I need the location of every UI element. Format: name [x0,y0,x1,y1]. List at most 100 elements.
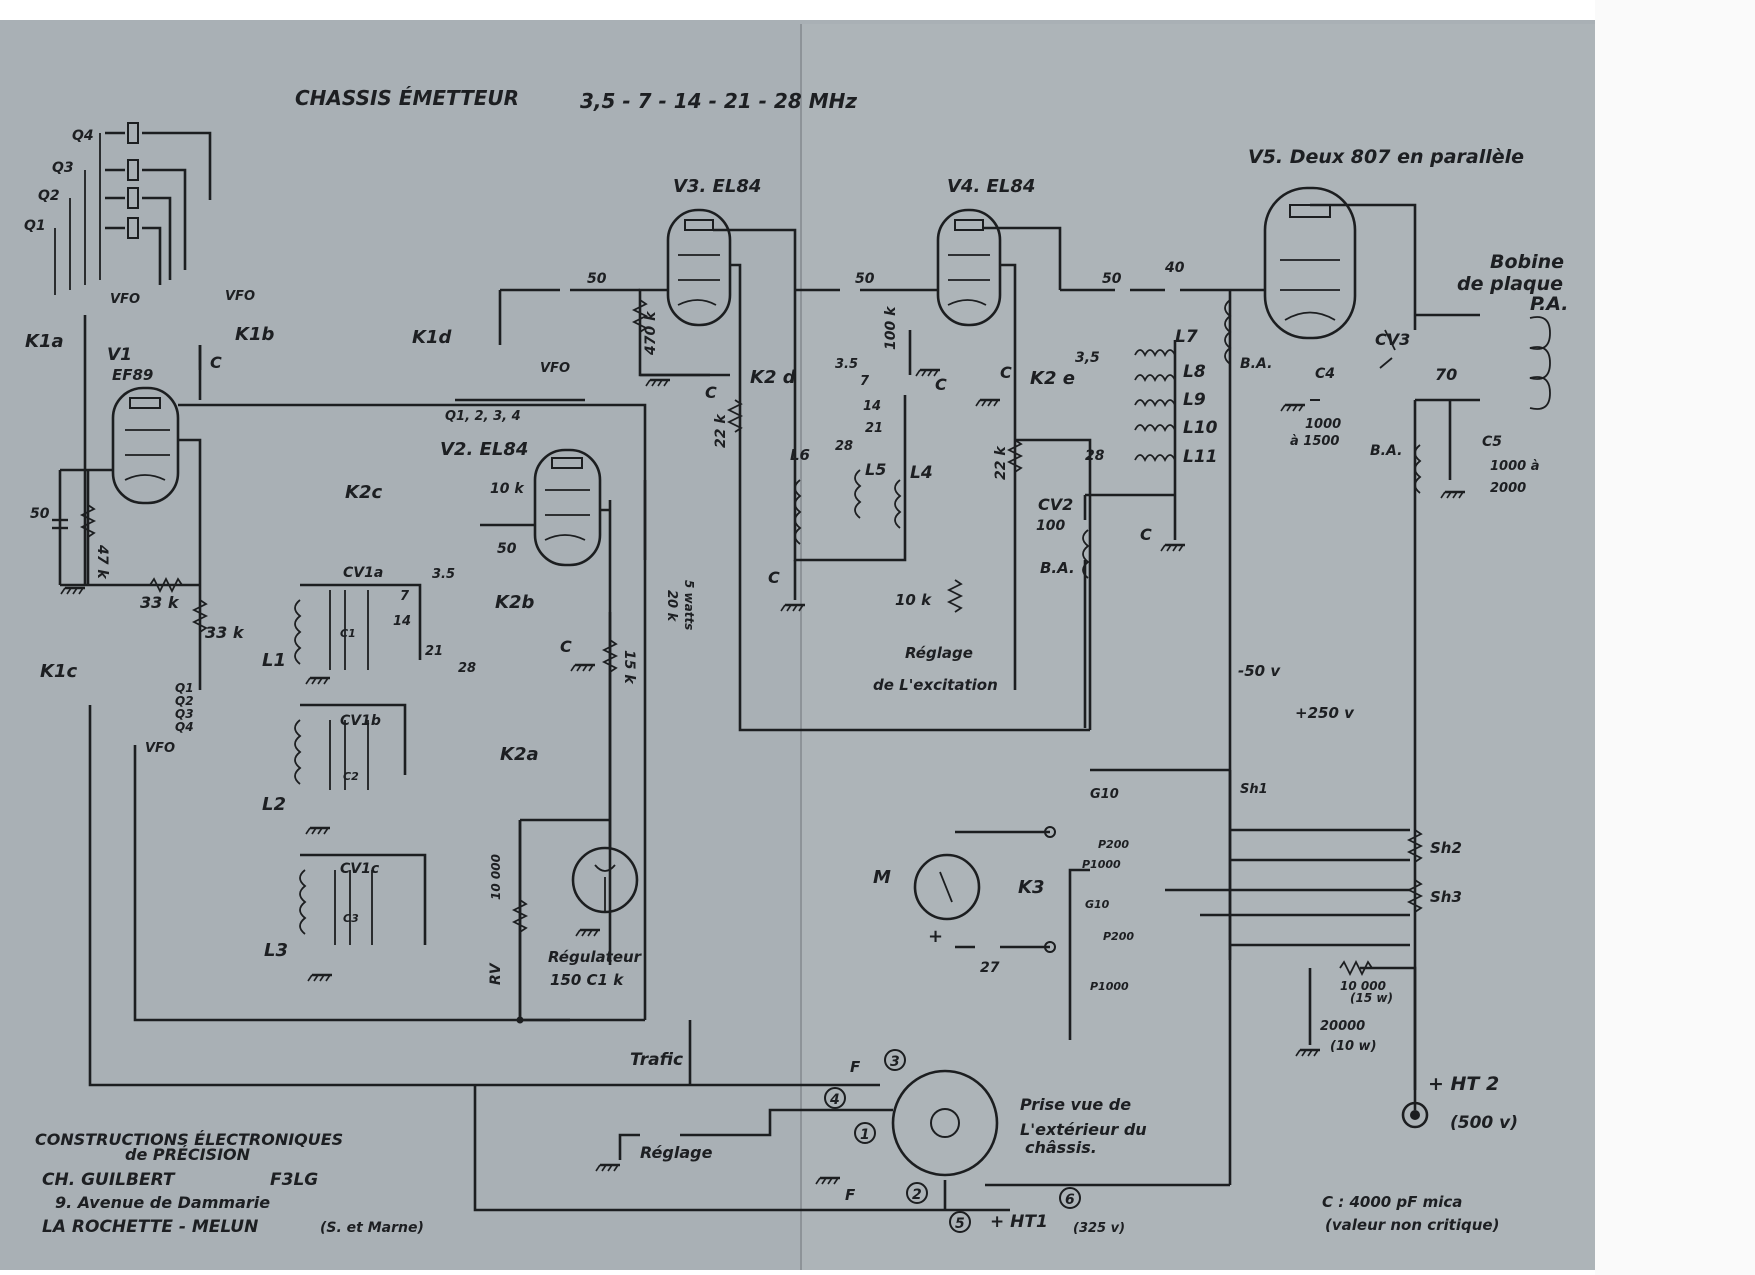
capacitor-label: C [768,568,780,587]
plate-coil-label: Bobine [1490,251,1564,273]
regulator-label: Régulateur [548,948,643,966]
band-label: 28 [835,439,853,454]
k2c-label: K2c [345,482,382,503]
l8-label: L8 [1183,362,1206,382]
c5-value-label: 1000 à [1490,459,1539,474]
resistor-15k-label: 15 k [621,650,637,685]
band-label: 14 [393,614,411,629]
cv2-value-label: 100 [1036,518,1065,534]
v3-label: V3. EL84 [673,176,761,197]
q4-label: Q4 [175,720,194,734]
buffer-coil-bank [779,368,942,613]
band-label: 3,5 [1075,350,1100,366]
v5-label: V5. Deux 807 en parallèle [1248,146,1524,168]
k2a-label: K2a [500,744,539,765]
l9-label: L9 [1183,390,1206,410]
resistor-10000-label: 10 000 [1340,979,1386,993]
l5-label: L5 [865,460,886,479]
connector-note: Prise vue de [1020,1095,1131,1114]
q3-label: Q3 [175,707,194,721]
l2-label: L2 [262,794,286,815]
meter-circuit [913,768,1424,1110]
capacitor-label: C [210,353,222,372]
q1-label: Q1 [175,681,194,695]
resistor-33k-label: 33 k [140,593,180,612]
v4-label: V4. EL84 [947,176,1035,197]
maker-address: 9. Avenue de Dammarie [55,1193,270,1212]
l10-label: L10 [1183,418,1218,438]
v4-tube [905,208,1230,730]
resistor-10000-label: 10 000 [489,854,503,900]
vfo-label: VFO [225,289,255,304]
plate-coil-label-3: P.A. [1530,293,1569,315]
v2-tube [480,448,647,965]
capacitor-50-label: 50 [587,271,607,287]
resistor-470k-label: 470 k [643,310,659,356]
meter-plus-label: + [928,926,943,947]
schematic-sheet-right [800,24,1597,1270]
meter-label: M [873,867,891,888]
ba-label: B.A. [1040,559,1075,577]
p1000-label: P1000 [1082,858,1121,871]
diagram-title: CHASSIS ÉMETTEUR [295,86,519,110]
power-connector [473,1020,1429,1212]
q1-label: Q1 [24,218,46,234]
rv-label: RV [488,962,504,985]
resistor-10k-label: 10 k [895,591,932,609]
maker-line-1: CONSTRUCTIONS ÉLECTRONIQUES [35,1130,343,1149]
connector-note-2: L'extérieur du [1020,1120,1147,1139]
band-label: 21 [425,644,443,659]
l7-label: L7 [1175,327,1198,347]
l3-label: L3 [264,940,288,961]
adjust-label: Réglage [640,1143,713,1162]
cv1a-label: CV1a [343,565,383,581]
v1-type-label: EF89 [112,366,153,384]
resistor-20k-label: 20 k [664,590,679,623]
p200-label: P200 [1098,838,1129,851]
excitation-label: Réglage [905,644,973,662]
ba-label: B.A. [1370,443,1402,459]
regulator-section [511,612,639,1020]
q2-label: Q2 [38,188,60,204]
pin-number: 5 [955,1216,965,1232]
maker-line-2: de PRÉCISION [125,1145,251,1164]
q2-label: Q2 [175,694,194,708]
filament-label: F [850,1058,861,1076]
capacitor-note: C : 4000 pF mica [1322,1193,1462,1211]
regulator-type-label: 150 C1 k [550,971,624,989]
resistor-27-label: 27 [980,960,1000,976]
resistor-10k-label: 10 k [490,481,525,497]
pa-input-coil-bank [1082,340,1187,728]
band-label: 7 [400,589,410,604]
excitation-label-2: de L'excitation [873,676,998,694]
v1-bias-network [52,468,209,690]
pin-number: 2 [912,1187,922,1203]
pin-number: 3 [890,1054,900,1070]
pin-number: 4 [829,1092,840,1108]
l11-label: L11 [1183,447,1218,467]
capacitor-label: C [705,383,717,402]
capacitor-label: C [935,375,947,394]
k1a-label: K1a [25,331,64,352]
v3-tube [631,208,1090,732]
v1-label: V1 [107,345,132,365]
c5-value-label-2: 2000 [1490,481,1526,496]
cv3-value-label: 70 [1435,365,1457,384]
sh2-label: Sh2 [1430,839,1462,857]
p200-label: P200 [1103,930,1134,943]
q3-label: Q3 [52,160,74,176]
pin-number: 1 [860,1127,870,1143]
c4-value-label: 1000 [1305,417,1341,432]
oscillator-coil-bank [294,583,427,983]
capacitor-50-label: 50 [1102,271,1122,287]
voltage-label: -50 v [1238,662,1281,680]
ht2-label: + HT 2 [1428,1073,1499,1095]
maker-region: (S. et Marne) [320,1220,424,1236]
crystal-bank [54,122,212,295]
filament-label: F [845,1186,856,1204]
l4-label: L4 [910,463,933,483]
ht1-voltage-label: (325 v) [1073,1221,1125,1236]
maker-city: LA ROCHETTE - MELUN [42,1217,258,1237]
